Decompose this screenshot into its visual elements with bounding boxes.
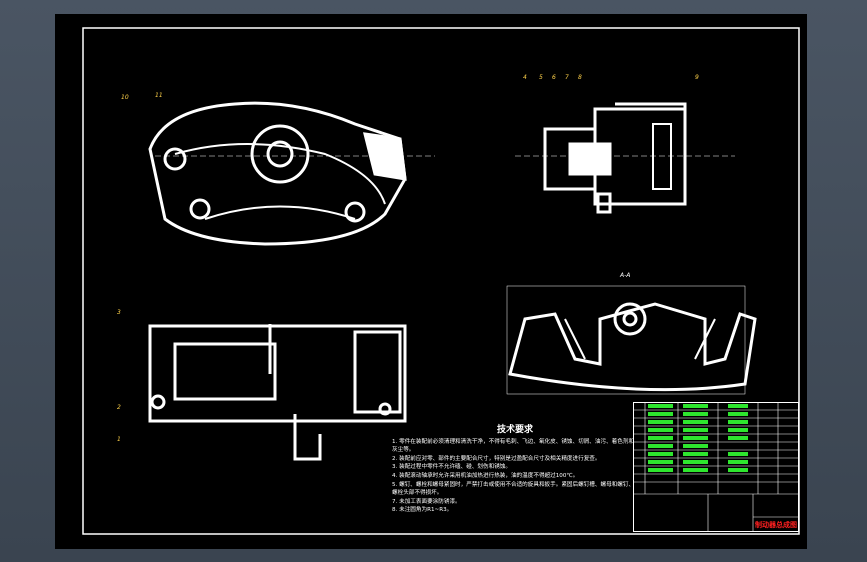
part-label: 8 [578, 74, 582, 81]
part-label: 1 [117, 436, 121, 443]
section-a-a-view [508, 302, 757, 392]
tech-item: 8. 未注圆角为R1~R3。 [392, 507, 453, 514]
drawing-border [82, 27, 800, 535]
technical-requirements: 技术要求 1. 零件在装配前必须清理和清洗干净，不得有毛刺、飞边、氧化皮、锈蚀、… [392, 426, 638, 515]
part-label: 3 [117, 309, 121, 316]
part-label: 4 [523, 74, 527, 81]
tech-item: 3. 装配过程中零件不允许磕、碰、划伤和锈蚀。 [392, 464, 511, 471]
title-block: 制动器总成图 [633, 402, 799, 532]
tech-item: 5. 螺钉、螺栓和螺母紧固时，严禁打击或使用不合适的旋具和扳手。紧固后螺钉槽、螺… [392, 481, 635, 497]
part-label: 7 [565, 74, 569, 81]
cad-drawing [82, 27, 800, 535]
tech-item: 4. 装配滚动轴承时允许采用机油加热进行热装，油的温度不得超过100℃。 [392, 472, 579, 479]
caliper-front-view [148, 101, 407, 246]
tech-title: 技术要求 [496, 425, 533, 435]
section-label: A-A [620, 272, 631, 279]
tech-item: 2. 装配前应对零、部件的主要配合尺寸，特别是过盈配合尺寸及相关精度进行复查。 [392, 455, 601, 462]
part-label: 2 [117, 404, 121, 411]
tech-item: 1. 零件在装配前必须清理和清洗干净，不得有毛刺、飞边、氧化皮、锈蚀、切屑、油污… [392, 438, 635, 454]
part-label: 11 [155, 92, 163, 99]
parts-list-grid [633, 402, 799, 532]
caliper-top-view [148, 324, 407, 461]
tech-item: 7. 未加工表面要涂防锈漆。 [392, 498, 461, 505]
part-label: 5 [539, 74, 543, 81]
part-label: 6 [552, 74, 556, 81]
caliper-side-view [543, 102, 687, 214]
drawing-title: 制动器总成图 [755, 521, 797, 529]
drawing-sheet: 10 11 4 5 6 7 8 9 3 2 1 A-A 技术要求 1. 零件在装… [55, 14, 807, 549]
part-label: 9 [695, 74, 699, 81]
part-label: 10 [121, 94, 129, 101]
